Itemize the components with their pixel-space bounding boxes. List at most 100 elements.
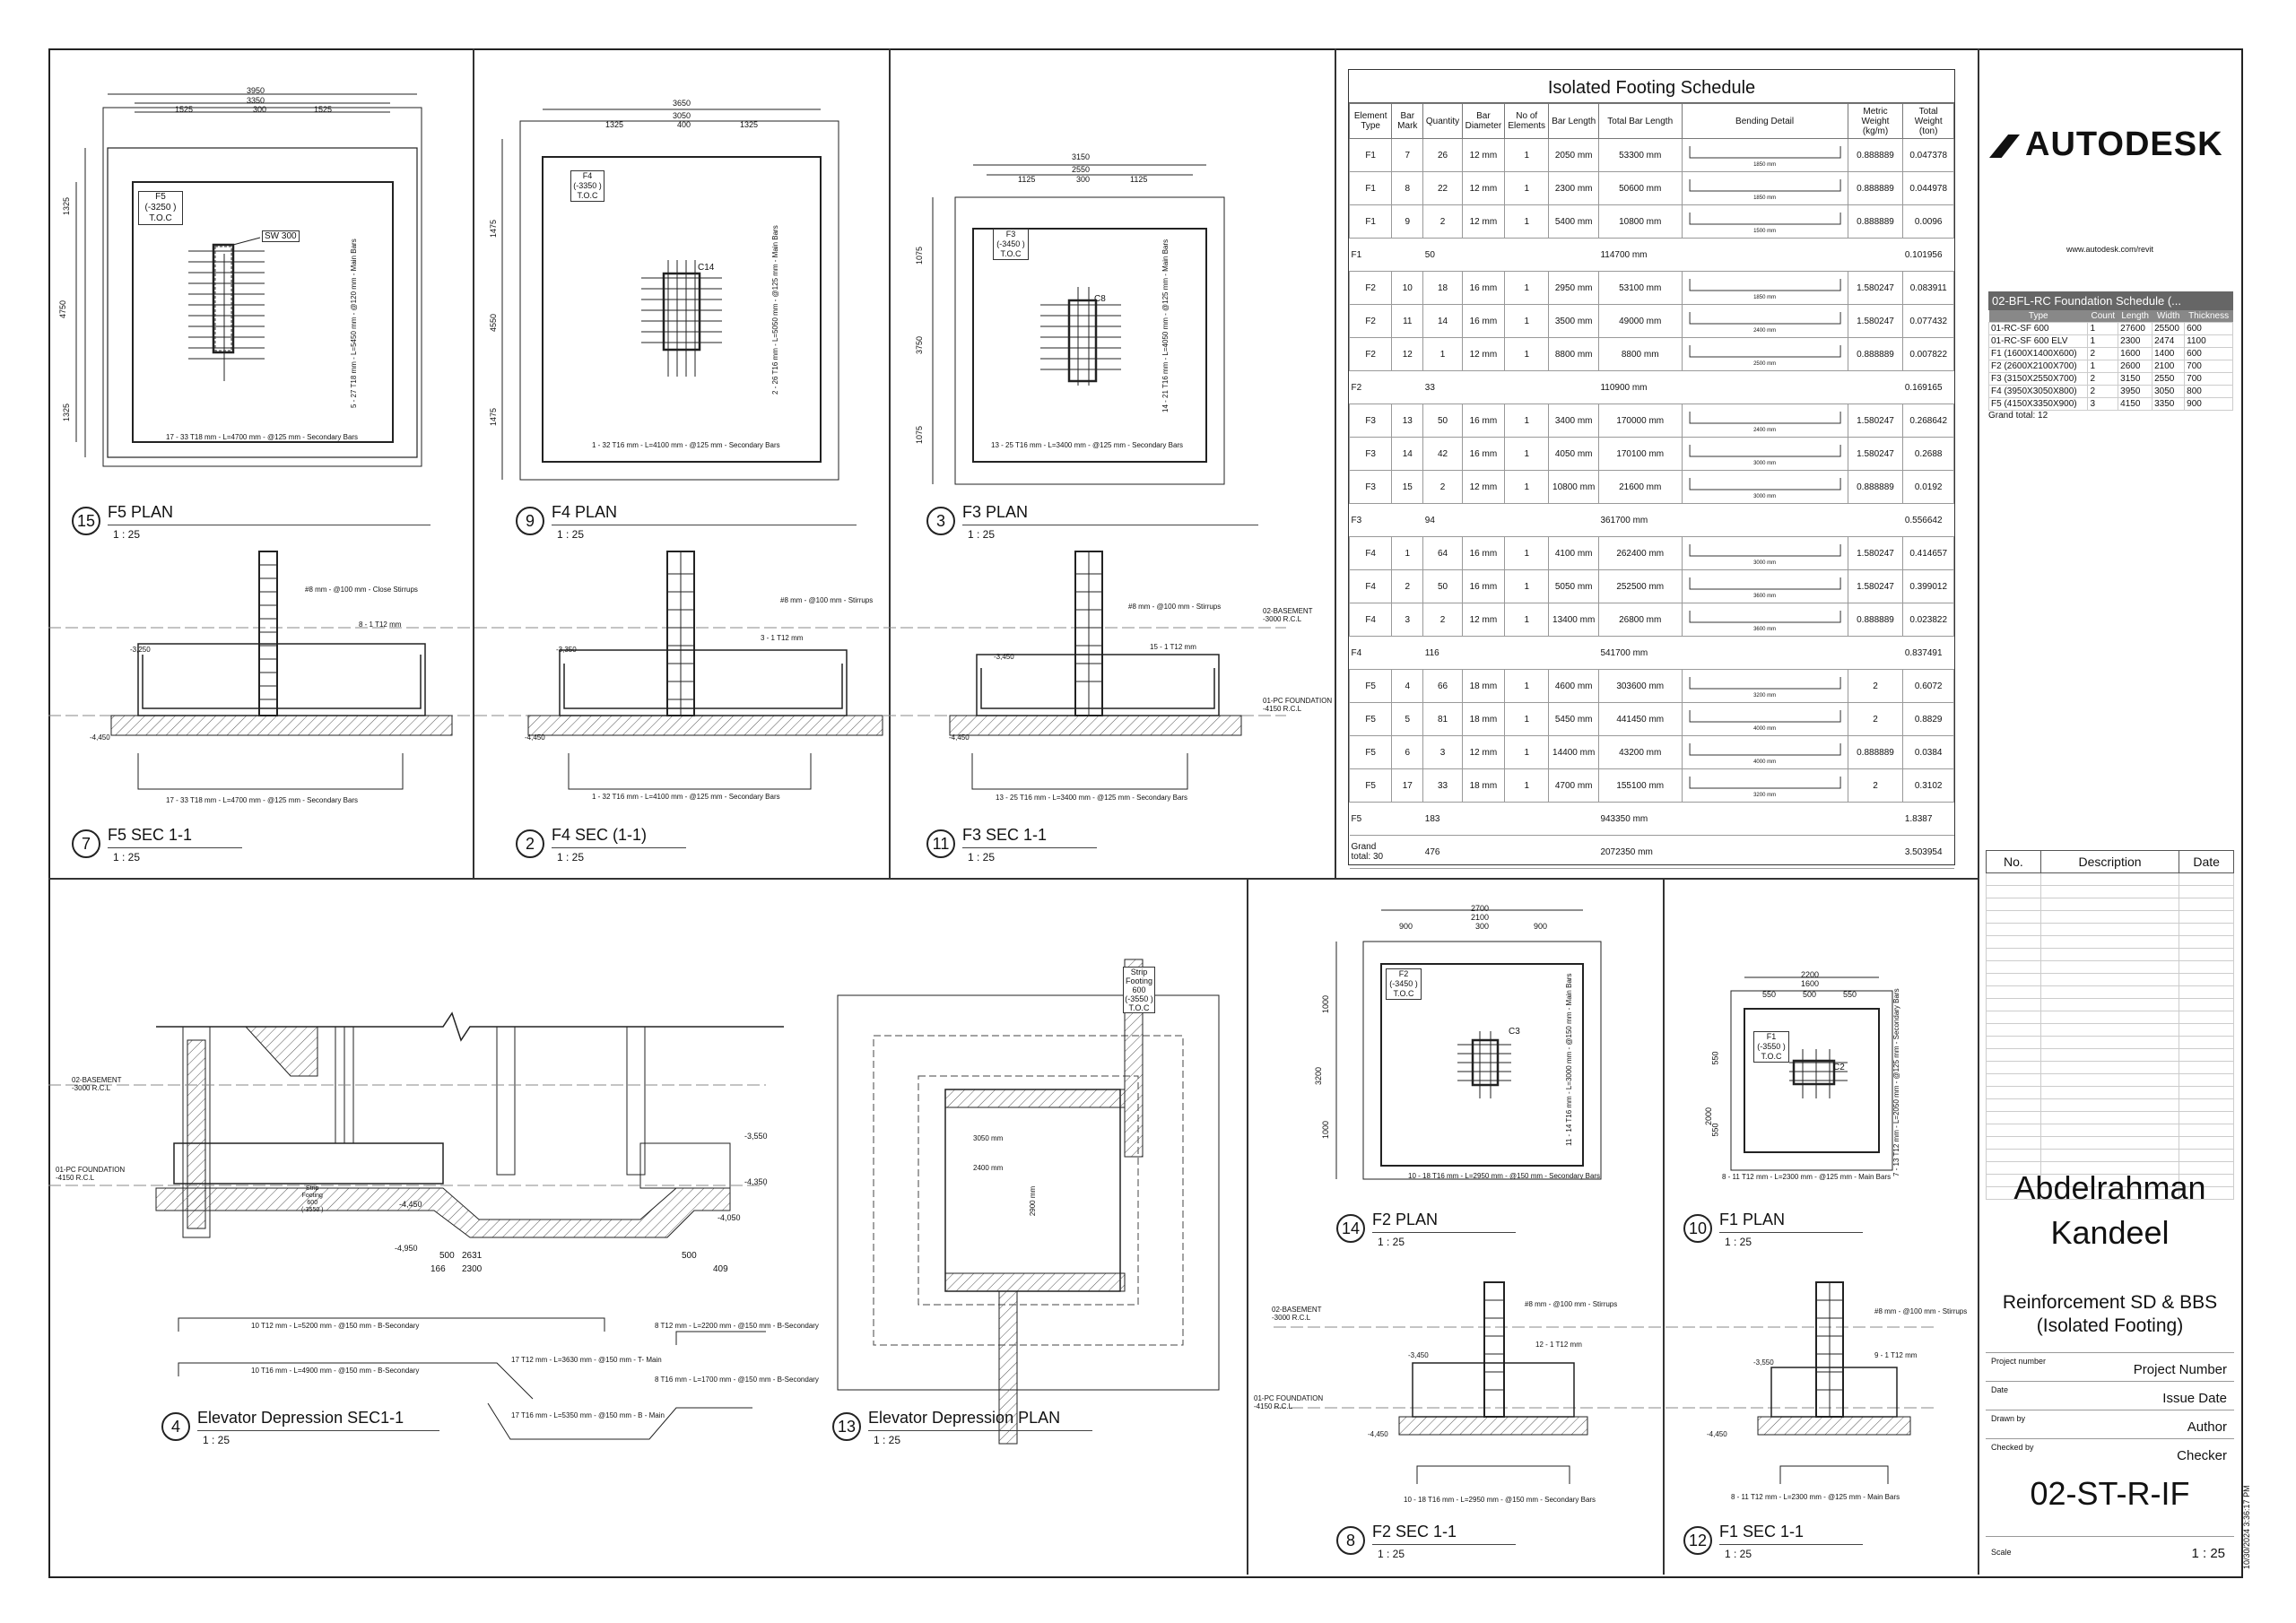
view-scale: 1 : 25 <box>557 528 585 541</box>
bending-shape <box>1689 212 1841 224</box>
revision-row <box>1986 1086 2234 1099</box>
dim-text: 1325 <box>740 120 759 129</box>
schedule-cell-empty <box>1682 503 1848 537</box>
schedule-cell: F5 <box>1348 669 1393 703</box>
schedule-cell: 12 mm <box>1461 138 1506 172</box>
bending-detail: 4000 mm <box>1681 735 1848 769</box>
rev-col-header: No. <box>1986 850 2041 873</box>
main-bars-label: 11 - 14 T16 mm - L=3000 mm - @150 mm - M… <box>1565 973 1573 1146</box>
f5-plan-view: F5 (-3250 ) T.O.C SW 300 3950 3350 1525 … <box>54 85 466 498</box>
revision-table: No. Description Date <box>1986 850 2234 1200</box>
bending-shape <box>1689 776 1841 788</box>
schedule-cell: 541700 mm <box>1598 636 1682 670</box>
schedule-cell-empty <box>1548 370 1599 404</box>
schedule-cell: 5050 mm <box>1548 569 1599 603</box>
strip-line: Strip <box>1130 968 1148 976</box>
revision-cell <box>2039 1124 2180 1137</box>
footing-tag: F1(-3550 )T.O.C <box>1753 1031 1789 1063</box>
schedule-cell: F5 <box>1348 702 1393 736</box>
revision-row <box>1986 998 2234 1011</box>
rc-foundation-schedule: 02-BFL-RC Foundation Schedule (... Type … <box>1987 291 2233 421</box>
dim-text: 3150 <box>1072 152 1091 161</box>
bending-detail: 3000 mm <box>1681 470 1848 504</box>
tag-line: (-3250 ) <box>144 203 177 213</box>
schedule-title: Isolated Footing Schedule <box>1349 70 1954 103</box>
rev-col-header: Description <box>2039 850 2180 873</box>
level-label: -3,350 <box>556 646 577 654</box>
schedule-cell: 0.083911 <box>1902 271 1954 305</box>
revision-cell <box>1986 923 2041 936</box>
revision-cell <box>1986 985 2041 999</box>
revision-cell <box>2039 973 2180 986</box>
dim-text: 500 <box>439 1251 455 1261</box>
bending-shape <box>1689 344 1841 357</box>
revision-cell <box>1986 935 2041 949</box>
schedule-cell-empty <box>1548 503 1599 537</box>
schedule-cell: 262400 mm <box>1597 536 1683 570</box>
schedule-cell: 1 <box>1504 735 1550 769</box>
divider <box>1335 878 1978 880</box>
schedule-cell: 1 <box>1504 569 1550 603</box>
revision-cell <box>2179 998 2234 1011</box>
dim-text: 550 <box>1762 990 1777 999</box>
bar-label: 15 - 1 T12 mm <box>1150 643 1196 651</box>
bending-shape <box>1689 411 1841 423</box>
field-label: Scale <box>1991 1548 2012 1557</box>
schedule-cell: 110900 mm <box>1598 370 1682 404</box>
schedule-cell: F4 <box>1349 636 1392 670</box>
bar-label: 17 T16 mm - L=5350 mm - @150 mm - B - Ma… <box>511 1411 665 1419</box>
view-scale: 1 : 25 <box>113 851 141 864</box>
bending-detail: 2400 mm <box>1681 304 1848 338</box>
revision-cell <box>2179 885 2234 898</box>
dim-text: 300 <box>253 105 267 114</box>
tag-line: T.O.C <box>149 213 172 223</box>
footing-tag: F3 (-3450 ) T.O.C <box>993 229 1029 260</box>
level-label: -3,550 <box>744 1132 768 1141</box>
schedule-cell: 50600 mm <box>1597 171 1683 205</box>
dim-text: 1000 <box>1321 1120 1331 1140</box>
schedule-cell: 7 <box>1391 138 1424 172</box>
schedule-cell: 49000 mm <box>1597 304 1683 338</box>
level-label: -4,450 <box>1368 1430 1388 1438</box>
level-label: -4,450 <box>949 733 970 742</box>
field-value: Project Number <box>2133 1362 2227 1377</box>
col-header: Metric Weight (kg/m) <box>1847 103 1904 139</box>
bending-detail: 1850 mm <box>1681 171 1848 205</box>
secondary-bars-label: 17 - 33 T18 mm - L=4700 mm - @125 mm - S… <box>166 796 359 804</box>
schedule-cell: F3 <box>1348 437 1393 471</box>
strip-line: 600 <box>1132 985 1146 994</box>
revision-cell <box>2039 872 2180 886</box>
schedule-cell: 0.6072 <box>1902 669 1954 703</box>
revision-cell <box>2179 1111 2234 1124</box>
view-scale: 1 : 25 <box>968 851 996 864</box>
schedule-cell: 50 <box>1422 569 1463 603</box>
revision-row <box>1986 1111 2234 1124</box>
schedule-cell-empty <box>1391 636 1423 670</box>
schedule-cell: 2 <box>1422 470 1463 504</box>
schedule-cell-empty <box>1462 503 1505 537</box>
schedule-cell: 14 <box>1391 437 1424 471</box>
schedule-cell: 22 <box>1422 171 1463 205</box>
revision-row <box>1986 1023 2234 1037</box>
revision-row <box>1986 1149 2234 1162</box>
level-label: -4,050 <box>718 1213 741 1222</box>
schedule-cell: 2 <box>1422 603 1463 637</box>
ref-level-label: 02-BASEMENT-3000 R.C.L <box>1272 1306 1322 1322</box>
dim-text: 400 <box>677 120 691 129</box>
bending-length: 1850 mm <box>1753 294 1777 300</box>
schedule-cell: 12 mm <box>1461 337 1506 371</box>
schedule-cell-empty <box>1682 238 1848 272</box>
schedule-cell-empty <box>1548 636 1599 670</box>
schedule-cell: 361700 mm <box>1598 503 1682 537</box>
revision-cell <box>2039 935 2180 949</box>
